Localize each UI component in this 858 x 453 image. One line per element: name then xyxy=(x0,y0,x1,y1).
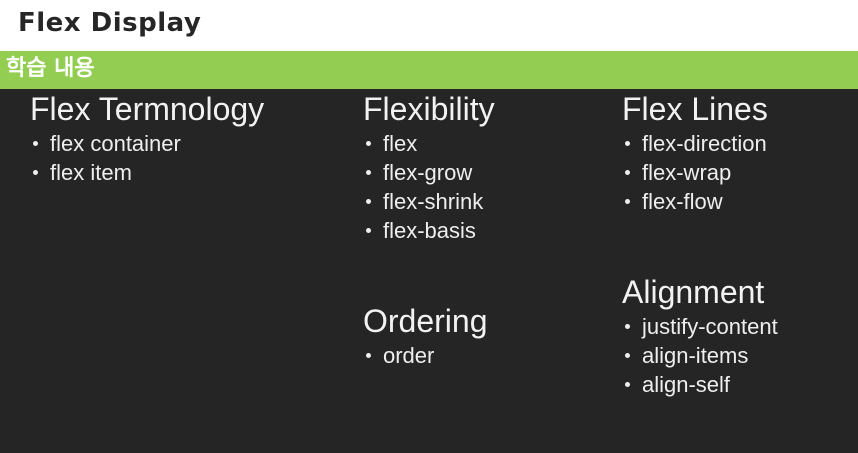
bullet-icon xyxy=(366,141,371,146)
bullet-icon xyxy=(366,228,371,233)
list-item-label: flex xyxy=(383,131,418,156)
topic-heading: Alignment xyxy=(622,274,765,310)
bullet-icon xyxy=(366,199,371,204)
list-item: order xyxy=(363,341,613,370)
list-item: flex-grow xyxy=(363,158,613,187)
bullet-icon xyxy=(33,141,38,146)
list-item: align-items xyxy=(622,341,858,370)
topic-list: justify-content align-items align-self xyxy=(622,312,858,399)
topic-list: flex-direction flex-wrap flex-flow xyxy=(622,129,858,216)
list-item: flex-flow xyxy=(622,187,858,216)
list-item-label: flex-wrap xyxy=(642,160,732,185)
topic-block: Ordering order xyxy=(363,301,613,370)
content-column-1: Flex Termnology flex container flex item xyxy=(30,89,350,187)
bullet-icon xyxy=(366,170,371,175)
list-item: justify-content xyxy=(622,312,858,341)
list-item-label: flex-shrink xyxy=(383,189,484,214)
topic-block: Flexibility flex flex-grow flex-shrink xyxy=(363,89,613,245)
topic-block: Flex Lines flex-direction flex-wrap flex… xyxy=(622,89,858,216)
bullet-icon xyxy=(625,382,630,387)
slide-body: Flex Termnology flex container flex item… xyxy=(0,89,858,453)
page-title: Flex Display xyxy=(18,8,202,38)
section-band-label: 학습 내용 xyxy=(6,56,95,81)
list-item: flex xyxy=(363,129,613,158)
content-column-2: Flexibility flex flex-grow flex-shrink xyxy=(363,89,613,370)
topic-list: flex container flex item xyxy=(30,129,350,187)
list-item-label: justify-content xyxy=(642,314,778,339)
list-item-label: flex-direction xyxy=(642,131,767,156)
bullet-icon xyxy=(625,199,630,204)
list-item: flex-direction xyxy=(622,129,858,158)
slide-header: Flex Display xyxy=(0,0,858,51)
topic-block: Flex Termnology flex container flex item xyxy=(30,89,350,187)
topic-heading: Flex Termnology xyxy=(30,91,265,127)
topic-list: flex flex-grow flex-shrink flex-basis xyxy=(363,129,613,245)
list-item: flex-basis xyxy=(363,216,613,245)
topic-heading: Flexibility xyxy=(363,91,495,127)
bullet-icon xyxy=(625,353,630,358)
bullet-icon xyxy=(625,141,630,146)
list-item: flex item xyxy=(30,158,350,187)
bullet-icon xyxy=(366,353,371,358)
topic-heading: Ordering xyxy=(363,303,488,339)
list-item: flex-wrap xyxy=(622,158,858,187)
list-item-label: order xyxy=(383,343,435,368)
list-item-label: align-self xyxy=(642,372,731,397)
list-item: flex container xyxy=(30,129,350,158)
bullet-icon xyxy=(625,324,630,329)
topic-block: Alignment justify-content align-items al… xyxy=(622,272,858,399)
list-item-label: flex item xyxy=(50,160,132,185)
list-item-label: flex-grow xyxy=(383,160,473,185)
list-item-label: flex-flow xyxy=(642,189,723,214)
bullet-icon xyxy=(33,170,38,175)
content-column-3: Flex Lines flex-direction flex-wrap flex… xyxy=(622,89,858,399)
list-item: flex-shrink xyxy=(363,187,613,216)
list-item-label: flex-basis xyxy=(383,218,476,243)
list-item-label: align-items xyxy=(642,343,749,368)
topic-heading: Flex Lines xyxy=(622,91,768,127)
bullet-icon xyxy=(625,170,630,175)
list-item-label: flex container xyxy=(50,131,181,156)
list-item: align-self xyxy=(622,370,858,399)
section-band: 학습 내용 xyxy=(0,51,858,89)
topic-list: order xyxy=(363,341,613,370)
